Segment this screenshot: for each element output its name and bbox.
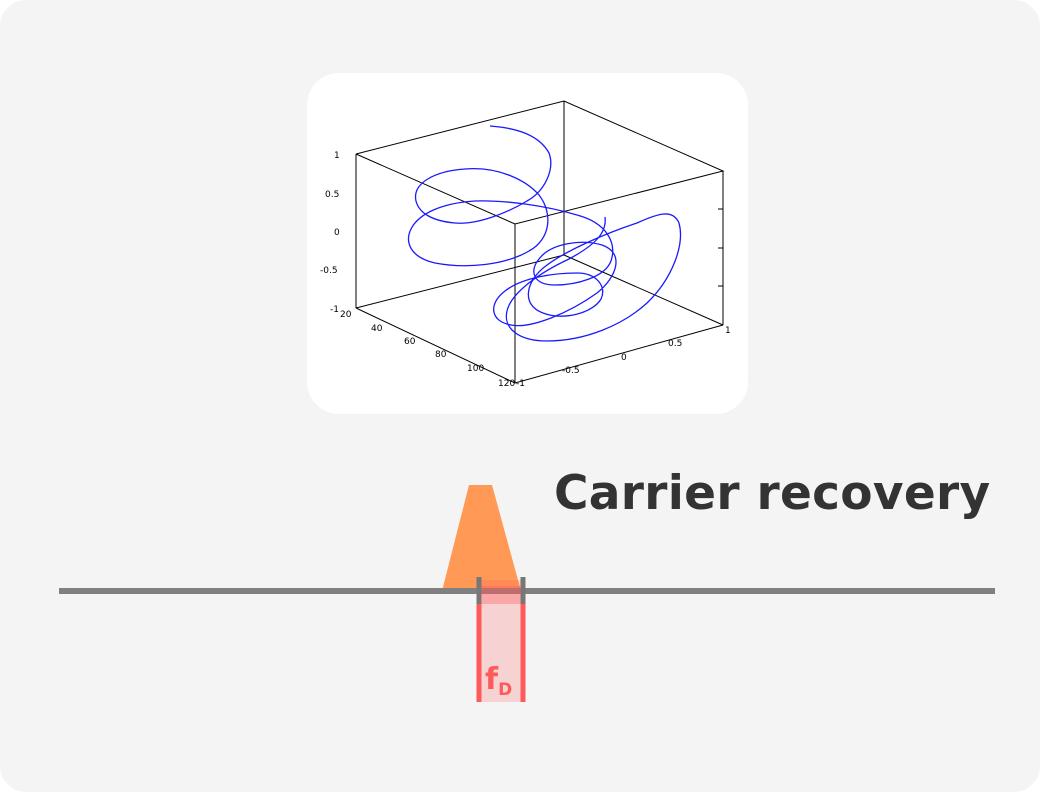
spectrum-peak [442,485,521,591]
x-tick-1: 1 [725,326,731,336]
depth-tick-80: 80 [435,350,447,360]
depth-tick-40: 40 [371,324,383,334]
x-tick-0-5: 0.5 [668,339,682,349]
z-tick-neg-1: -1 [330,305,339,315]
helix-plot-panel: 1 0.5 0 -0.5 -1 20 40 60 80 100 120 -1 -… [307,73,748,414]
helix-curve [407,125,682,342]
doppler-label-main: f [485,662,499,697]
depth-tick-20: 20 [340,310,352,320]
diagram-title: Carrier recovery [554,466,991,521]
offset-band-top [481,586,521,604]
z-tick-0-5: 0.5 [325,190,339,200]
depth-tick-100: 100 [467,364,484,374]
z-tick-0: 0 [334,228,340,238]
x-tick-neg-0-5: -0.5 [562,366,580,376]
doppler-label-sub: D [498,680,512,700]
offset-band-fill [481,580,523,702]
right-axis-ticks [718,208,723,287]
z-tick-1: 1 [334,151,340,161]
depth-tick-60: 60 [404,337,416,347]
helix-3d-plot: 1 0.5 0 -0.5 -1 20 40 60 80 100 120 -1 -… [320,100,731,389]
depth-tick-120: 120 [498,379,515,389]
plot-box [355,100,725,384]
x-tick-0: 0 [621,353,627,363]
doppler-label: fD [485,662,512,700]
z-tick-neg-0-5: -0.5 [320,266,338,276]
x-tick-neg-1: -1 [516,379,525,389]
